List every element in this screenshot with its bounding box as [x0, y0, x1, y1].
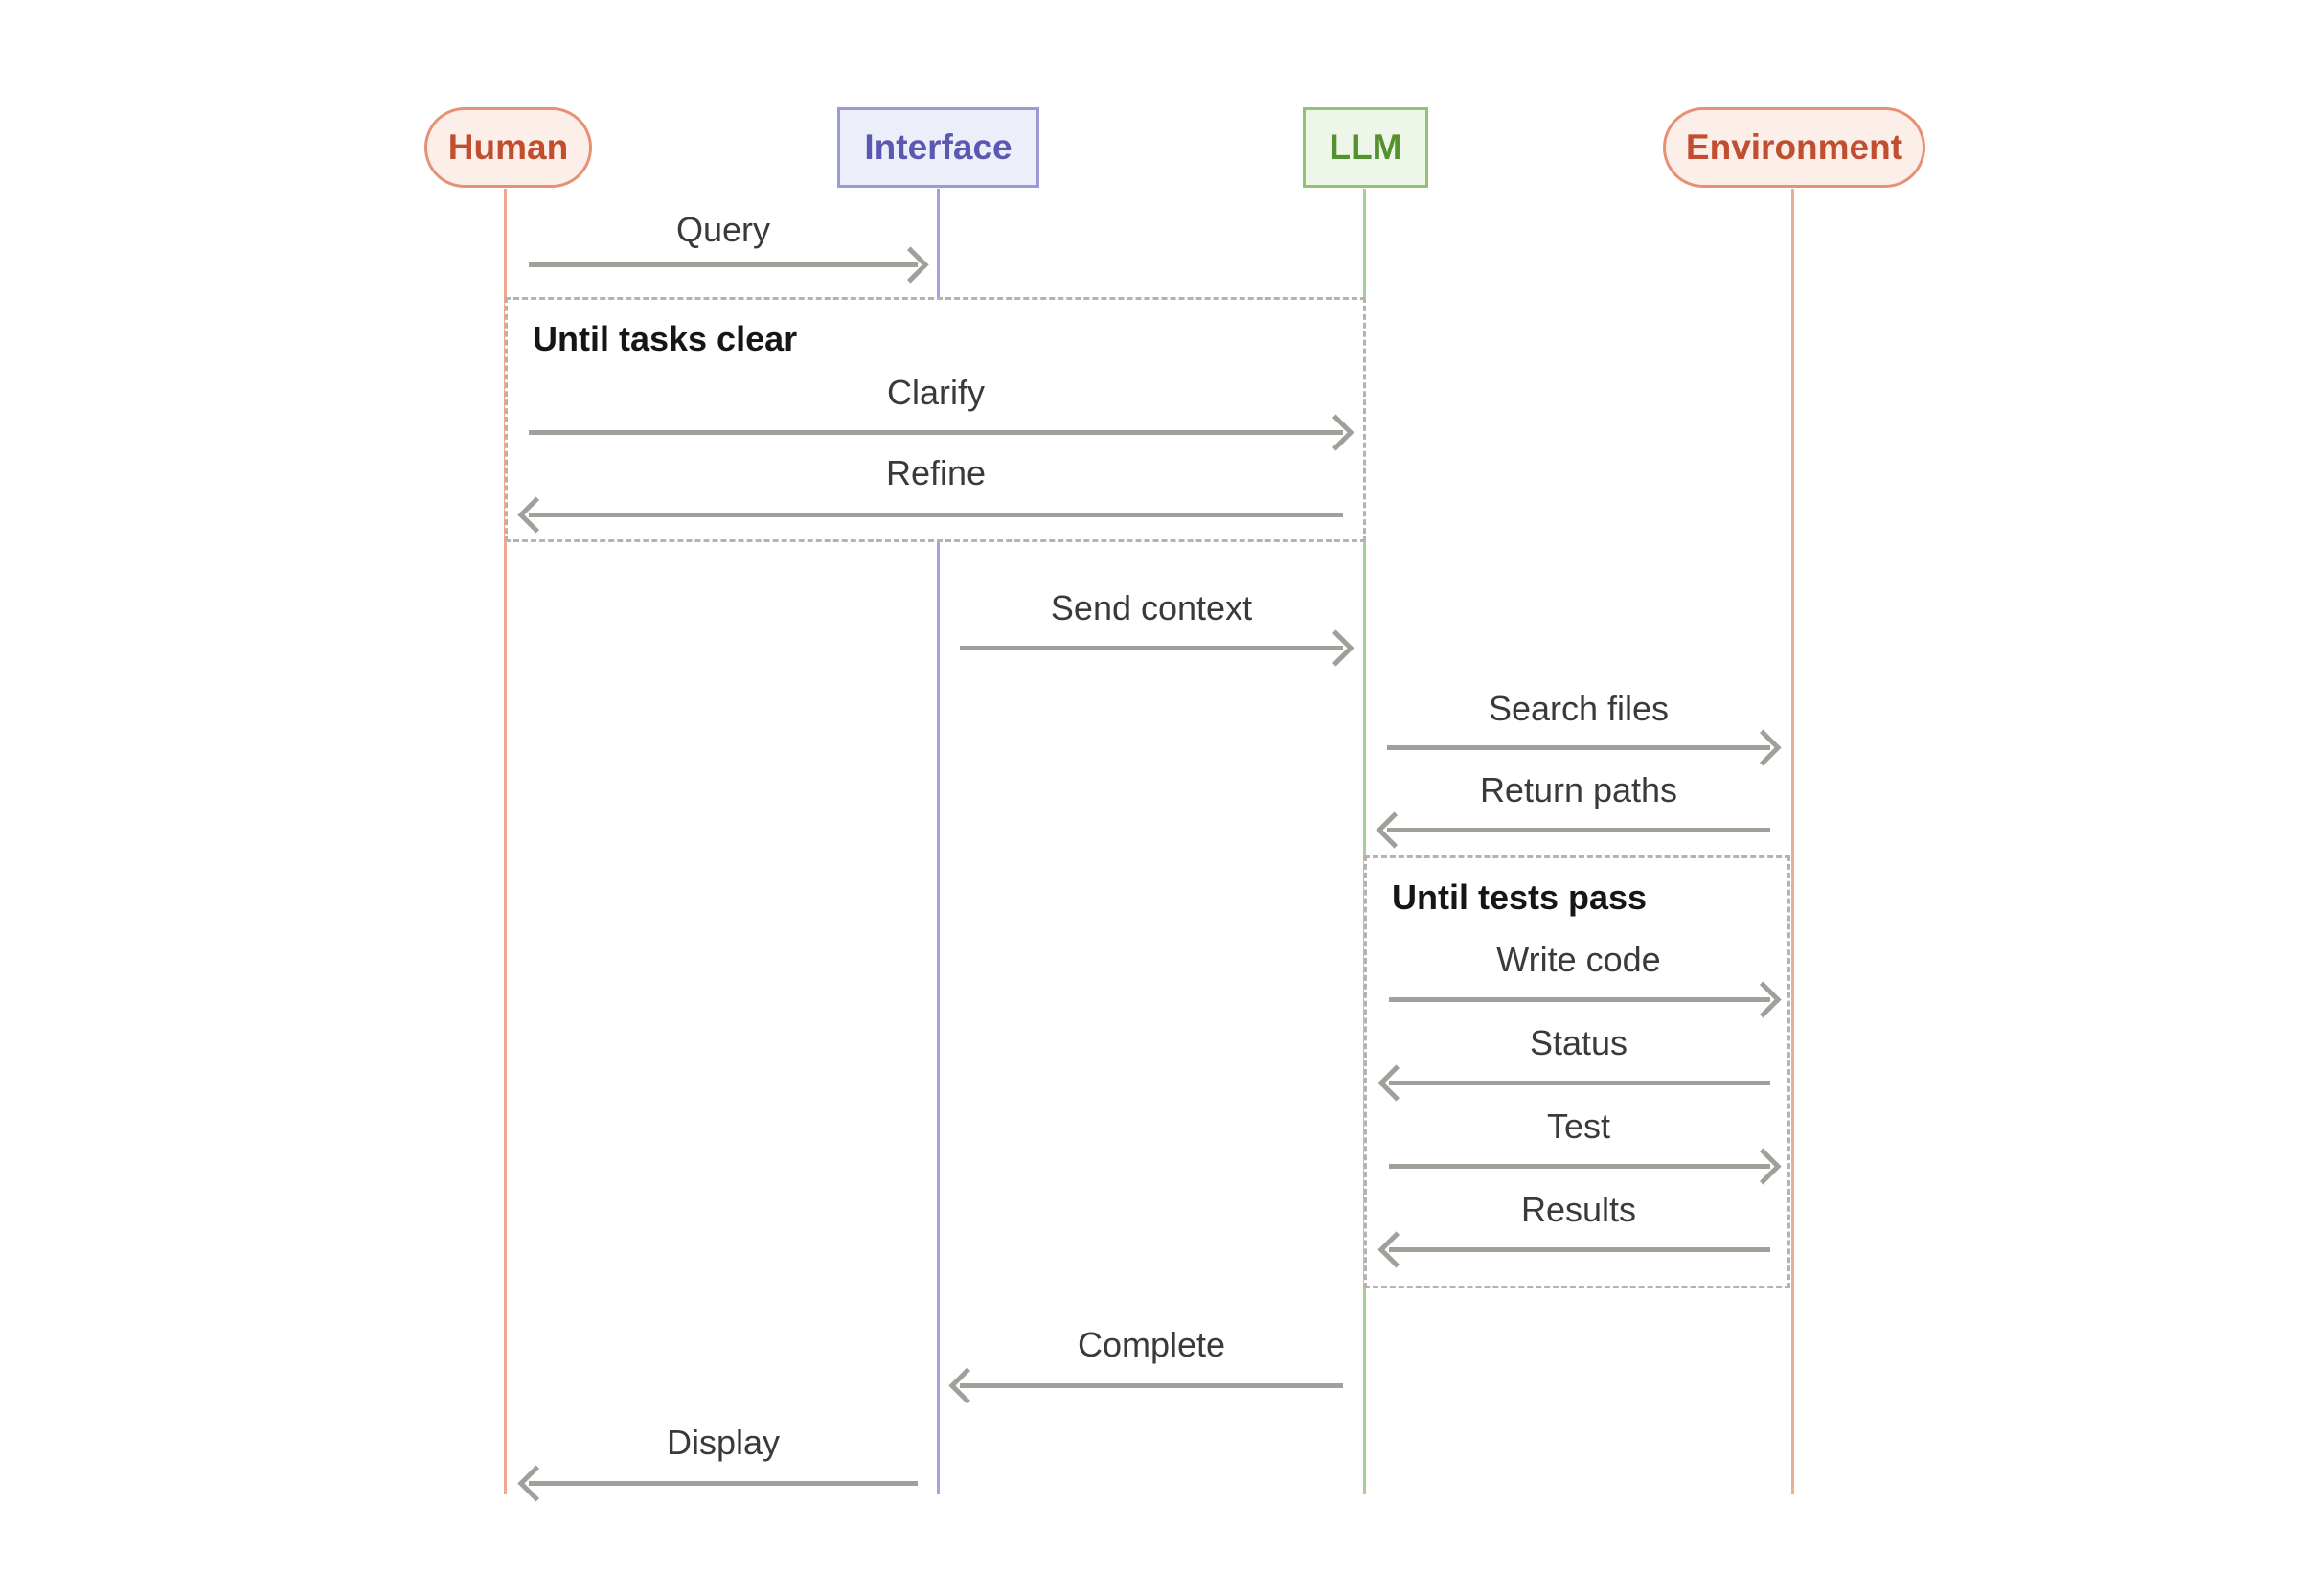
- actor-interface: Interface: [837, 107, 1039, 188]
- loop-box-until-tasks-clear: Until tasks clear: [505, 297, 1366, 542]
- message-arrow-send-context: [960, 646, 1343, 650]
- actor-label: Human: [447, 127, 569, 167]
- message-arrow-search-files: [1387, 745, 1770, 750]
- message-arrow-return-paths: [1387, 828, 1770, 832]
- actor-llm: LLM: [1303, 107, 1428, 188]
- lifeline-human: [504, 189, 507, 1494]
- message-arrow-complete: [960, 1383, 1343, 1388]
- actor-human: Human: [424, 107, 592, 188]
- message-arrow-status: [1389, 1081, 1770, 1085]
- lifeline-environment: [1791, 189, 1794, 1494]
- message-label-results: Results: [1520, 1190, 1637, 1229]
- loop-box-until-tests-pass: Until tests pass: [1364, 855, 1790, 1288]
- message-arrow-query: [529, 262, 918, 267]
- message-label-display: Display: [666, 1423, 781, 1462]
- message-label-search-files: Search files: [1488, 689, 1670, 728]
- message-label-send-context: Send context: [1050, 588, 1253, 627]
- message-label-complete: Complete: [1077, 1325, 1226, 1364]
- actor-label: LLM: [1329, 127, 1402, 167]
- lifeline-llm: [1363, 189, 1366, 1494]
- message-label-query: Query: [675, 210, 771, 249]
- loop-box-label: Until tasks clear: [533, 319, 798, 358]
- message-arrow-write-code: [1389, 997, 1770, 1002]
- message-label-return-paths: Return paths: [1479, 770, 1678, 809]
- message-arrow-clarify: [529, 430, 1343, 435]
- message-arrow-results: [1389, 1247, 1770, 1252]
- message-arrow-display: [529, 1481, 918, 1486]
- message-label-refine: Refine: [885, 453, 987, 492]
- message-arrow-refine: [529, 513, 1343, 517]
- message-label-test: Test: [1546, 1106, 1611, 1146]
- message-label-write-code: Write code: [1496, 940, 1661, 979]
- lifeline-interface: [937, 189, 940, 1494]
- loop-box-label: Until tests pass: [1392, 878, 1648, 917]
- actor-label: Environment: [1685, 127, 1903, 167]
- message-arrow-test: [1389, 1164, 1770, 1169]
- message-label-clarify: Clarify: [886, 373, 986, 412]
- message-label-status: Status: [1529, 1023, 1628, 1062]
- actor-environment: Environment: [1663, 107, 1925, 188]
- actor-label: Interface: [864, 127, 1013, 167]
